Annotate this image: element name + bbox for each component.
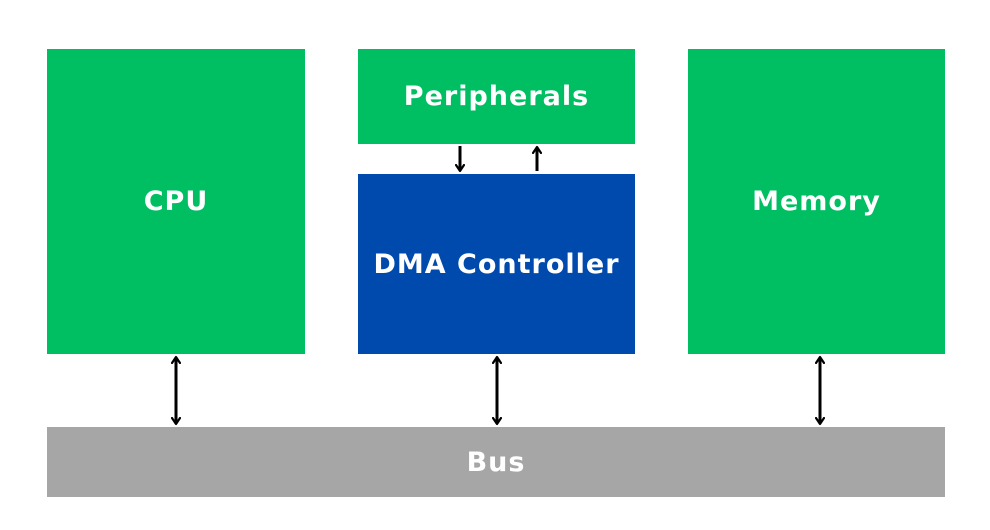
dma-controller-block: DMA Controller — [358, 174, 635, 354]
cpu-block: CPU — [47, 49, 305, 354]
peripherals-block: Peripherals — [358, 49, 635, 144]
memory-block: Memory — [688, 49, 945, 354]
bus-block: Bus — [47, 427, 945, 497]
